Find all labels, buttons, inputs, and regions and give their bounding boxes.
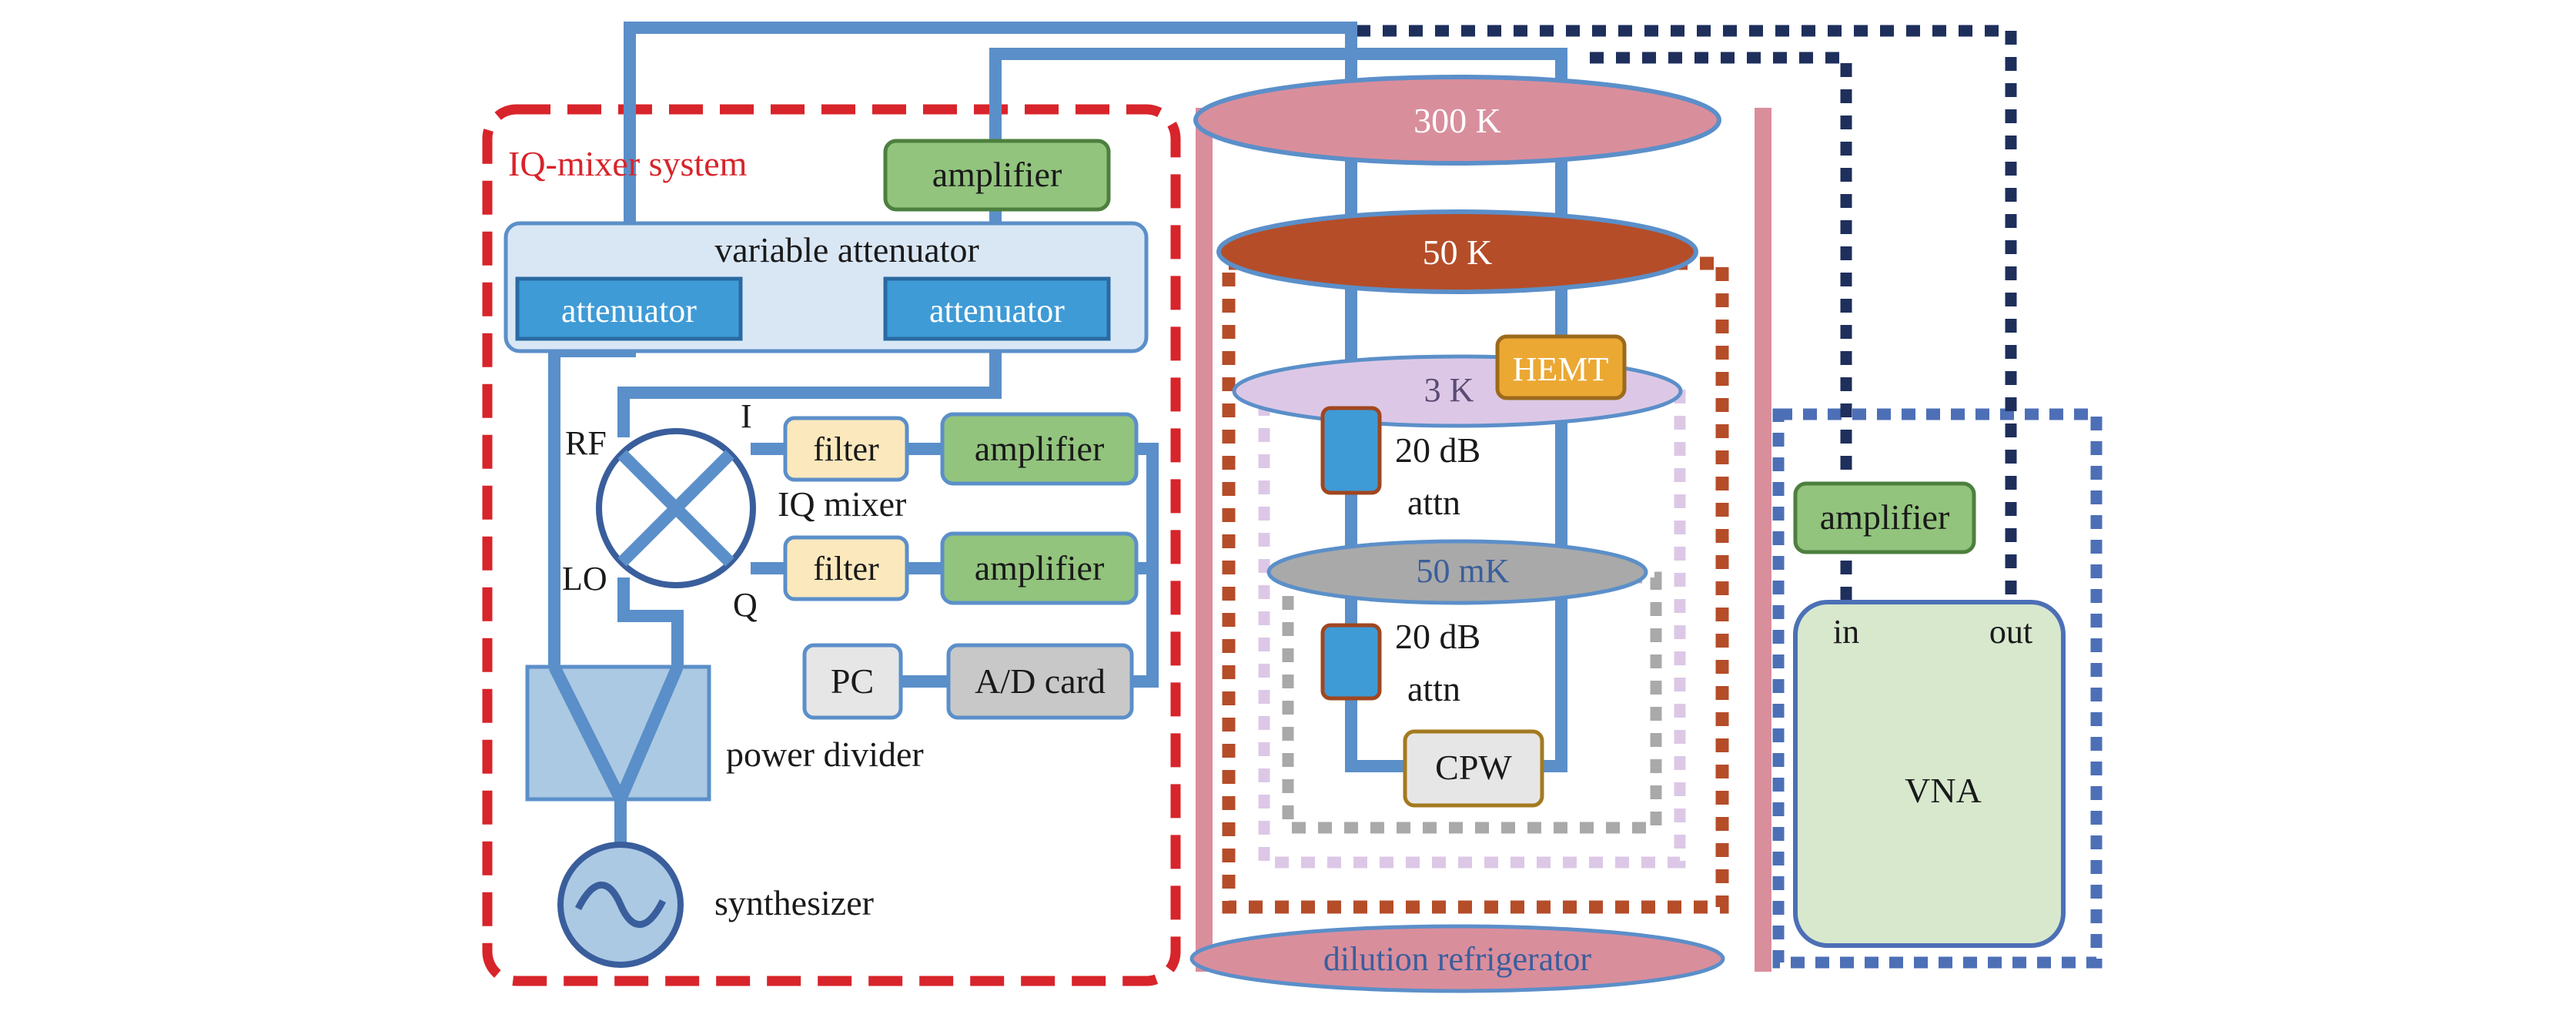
attenuator-left-box	[515, 276, 743, 341]
lo-port-label: LO	[562, 560, 607, 598]
dilution-refrigerator-base	[1189, 924, 1725, 993]
stage-50mk-label: 50 mK	[1417, 552, 1510, 590]
amplifier-i-box: amplifier	[940, 412, 1139, 486]
amplifier-vna-box: amplifier	[1793, 481, 1976, 554]
pc-label: PC	[831, 661, 874, 701]
coax-cables	[548, 22, 1567, 845]
q-port-label: Q	[733, 586, 758, 624]
stage-50mk-plate	[1266, 539, 1648, 605]
attenuator-right-label: attenuator	[929, 292, 1065, 330]
amplifier-q-box: amplifier	[940, 531, 1139, 605]
attenuator-right-box	[883, 276, 1111, 341]
power-divider-label: power divider	[726, 735, 924, 774]
vna-cable-inner	[1590, 52, 1852, 602]
attenuator-left-label: attenuator	[561, 292, 697, 330]
attn-upper-value: 20 dB	[1395, 430, 1480, 470]
amplifier-vna-label: amplifier	[1820, 497, 1950, 537]
power-divider-box	[525, 664, 711, 814]
stage-50k-label: 50 K	[1423, 233, 1493, 272]
iq-mixer-system-boundary	[482, 104, 1181, 986]
vna-out-label: out	[1989, 613, 2032, 651]
rf-port-label: RF	[565, 424, 607, 462]
attn-lower-unit: attn	[1407, 669, 1460, 708]
readout-line	[989, 48, 1567, 772]
ad-card-label: A/D card	[975, 661, 1106, 701]
amplifier-top-box: amplifier	[883, 139, 1111, 212]
filter-i-label: filter	[813, 430, 879, 468]
amplifier-i-label: amplifier	[975, 429, 1105, 468]
cpw-sample-box: CPW	[1403, 729, 1544, 808]
ad-card-box: A/D card	[946, 643, 1134, 720]
cpw-label: CPW	[1435, 748, 1512, 787]
stage-3k-label: 3 K	[1424, 371, 1474, 409]
variable-attenuator-box: variable attenuator attenuator attenuato…	[503, 221, 1149, 353]
stage-3k-shield	[1258, 380, 1686, 869]
vna-instrument: in out VNA	[1793, 600, 2066, 948]
stage-300k-label: 300 K	[1413, 101, 1501, 140]
vna-label: VNA	[1905, 771, 1982, 810]
iq-mixer-symbol	[596, 428, 756, 588]
amplifier-q-label: amplifier	[975, 548, 1105, 588]
stage-300k-plate	[1193, 75, 1721, 166]
vna-in-label: in	[1833, 613, 1859, 651]
attn-upper-unit: attn	[1407, 483, 1460, 522]
attenuator-20db-upper	[1320, 406, 1382, 495]
filter-q-label: filter	[813, 550, 879, 588]
attn-lower-value: 20 dB	[1395, 617, 1480, 656]
hemt-amplifier-box: HEMT	[1495, 334, 1627, 400]
hemt-label: HEMT	[1513, 350, 1609, 388]
attenuator-20db-lower	[1320, 623, 1382, 701]
iq-mixer-label: IQ mixer	[778, 484, 906, 524]
synthesizer-label: synthesizer	[714, 883, 874, 922]
vna-box-boundary	[1772, 408, 2103, 969]
pc-box: PC	[802, 643, 903, 720]
filter-i-box: filter	[783, 416, 909, 482]
variable-attenuator-label: variable attenuator	[714, 230, 979, 269]
i-port-label: I	[741, 397, 752, 435]
synthesizer-symbol	[557, 842, 684, 968]
iq-mixer-system-title: IQ-mixer system	[508, 144, 748, 183]
filter-q-box: filter	[783, 535, 909, 601]
drive-line	[624, 22, 1413, 772]
amplifier-top-label: amplifier	[932, 155, 1062, 194]
dilution-refrigerator-label: dilution refrigerator	[1323, 940, 1592, 978]
vna-cable-outer	[1357, 25, 2017, 602]
stage-50k-plate	[1216, 209, 1698, 294]
